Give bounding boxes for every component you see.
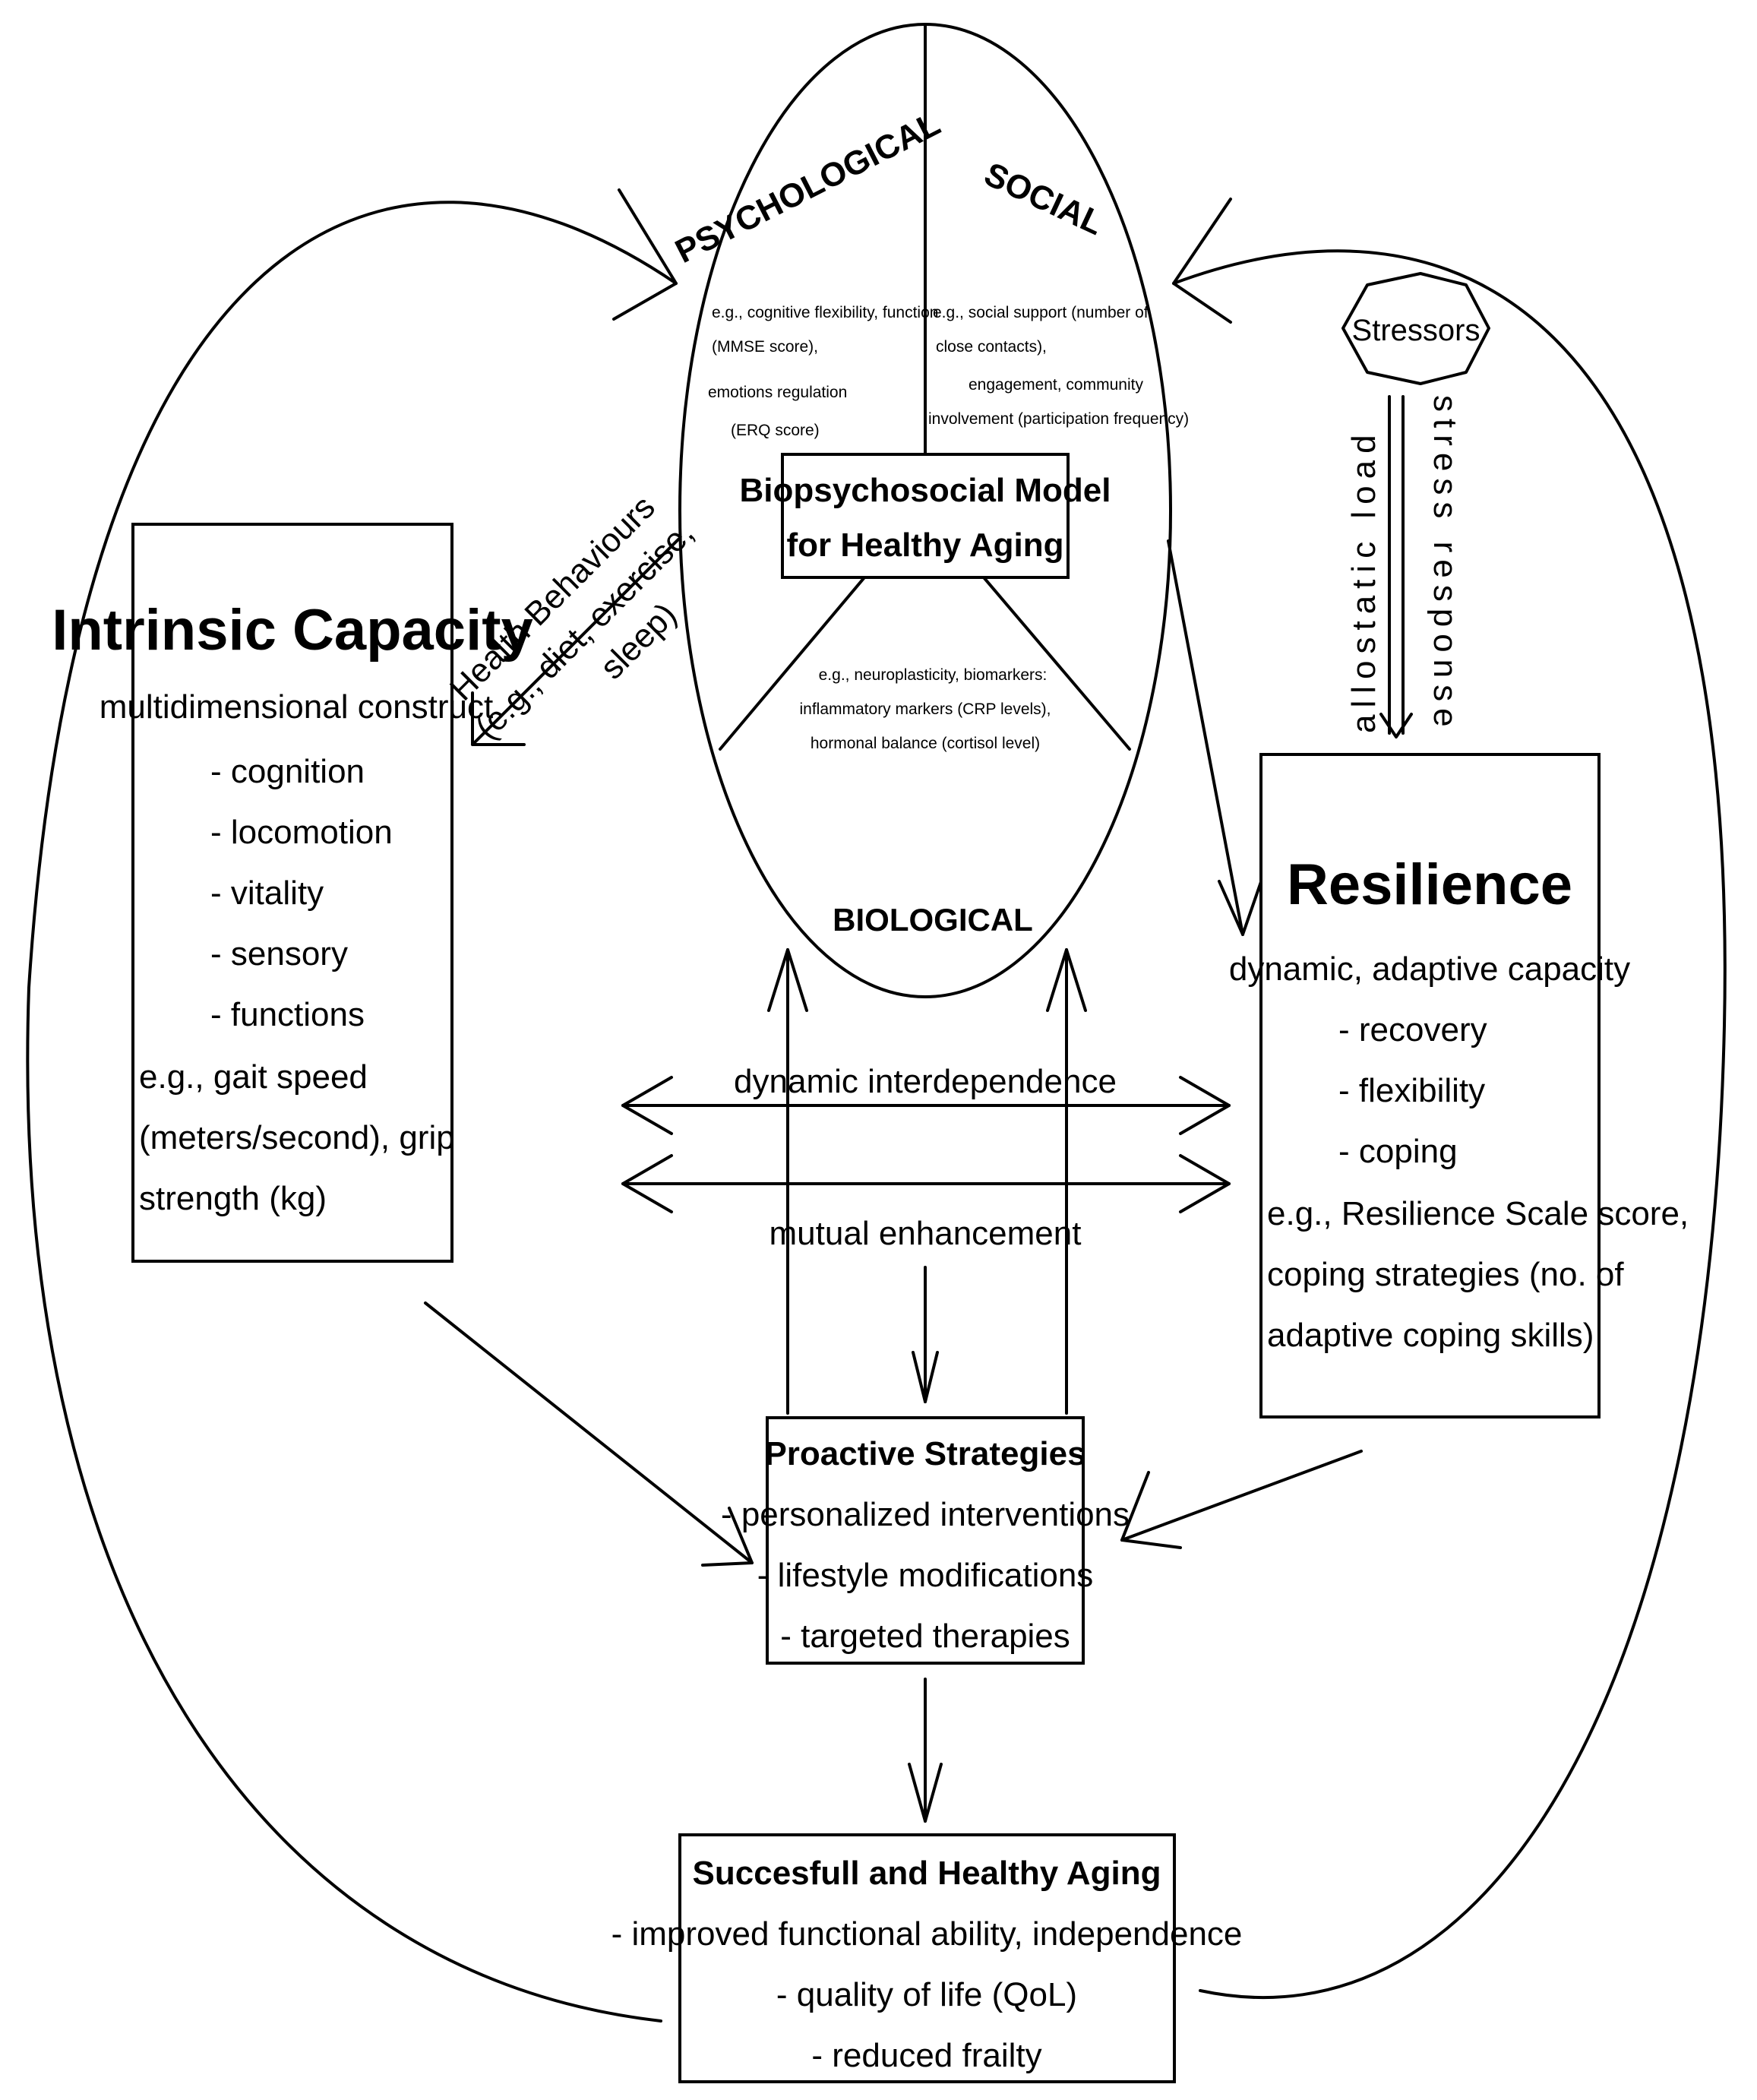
resilience-box	[1259, 753, 1601, 1418]
resilience-example-3: adaptive coping skills)	[1267, 1317, 1594, 1354]
stressors-shape	[1341, 272, 1490, 385]
resilience-example-1: e.g., Resilience Scale score,	[1267, 1195, 1689, 1232]
up-arrowhead-left	[767, 948, 808, 1012]
psych-example-1: e.g., cognitive flexibility, function	[712, 304, 938, 321]
enhancement-down-arrowhead	[912, 1351, 939, 1403]
right-loop-arc	[1172, 249, 1727, 2000]
proactive-strategies-title: Proactive Strategies	[764, 1435, 1085, 1472]
psych-example-3: emotions regulation	[708, 384, 847, 401]
strategy-item-3: - targeted therapies	[780, 1618, 1070, 1655]
model-title-box	[781, 453, 1070, 579]
capacity-to-strategies-arrow	[424, 1301, 754, 1564]
resilience-to-strategies-arrow	[1120, 1450, 1363, 1542]
capacity-item-functions: - functions	[210, 996, 365, 1033]
proactive-strategies-box	[766, 1416, 1085, 1665]
right-loop-arrowhead	[1172, 198, 1232, 324]
left-loop-arc	[26, 201, 678, 2023]
allostatic-load-label: allostatic load	[1345, 428, 1383, 733]
strategy-item-1: - personalized interventions	[721, 1496, 1130, 1533]
model-title-line2: for Healthy Aging	[786, 527, 1063, 564]
arrowhead-left-2	[621, 1154, 673, 1213]
resilience-item-coping: - coping	[1338, 1133, 1458, 1170]
arrowhead-left-1	[621, 1076, 673, 1135]
social-label: SOCIAL	[978, 156, 1108, 243]
divider-psych-bio	[719, 576, 866, 751]
aging-item-3: - reduced frailty	[811, 2037, 1041, 2074]
social-example-4: involvement (participation frequency)	[928, 410, 1189, 428]
healthy-aging-box	[678, 1833, 1176, 2083]
stress-arrowhead	[1379, 713, 1413, 738]
healthy-aging-title: Succesfull and Healthy Aging	[693, 1855, 1161, 1892]
social-example-2: close contacts),	[936, 338, 1047, 356]
mutual-enhancement-label: mutual enhancement	[769, 1215, 1082, 1252]
capacity-example-3: strength (kg)	[139, 1180, 327, 1217]
social-example-3: engagement, community	[969, 376, 1143, 394]
resilience-subtitle: dynamic, adaptive capacity	[1229, 950, 1630, 988]
capacity-item-cognition: - cognition	[210, 753, 365, 790]
capacity-item-locomotion: - locomotion	[210, 814, 393, 851]
intrinsic-capacity-subtitle: multidimensional construct	[100, 688, 493, 726]
resilience-item-flexibility: - flexibility	[1338, 1072, 1485, 1109]
resilience-title: Resilience	[1287, 852, 1572, 917]
capacity-arrowhead	[701, 1507, 754, 1567]
model-to-resilience-arrowhead	[1218, 876, 1264, 936]
left-loop-arrowhead	[612, 188, 678, 321]
strategies-to-aging-arrowhead	[908, 1763, 943, 1823]
dynamic-interdependence-label: dynamic interdependence	[734, 1063, 1117, 1100]
model-to-resilience-arrow	[1167, 539, 1244, 936]
capacity-example-1: e.g., gait speed	[139, 1058, 368, 1096]
psychological-label: PSYCHOLOGICAL	[669, 105, 946, 270]
resilience-item-recovery: - recovery	[1338, 1011, 1487, 1048]
psych-example-2: (MMSE score),	[712, 338, 818, 356]
up-arrowhead-right	[1046, 948, 1087, 1012]
stressors-label: Stressors	[1352, 314, 1480, 347]
intrinsic-capacity-title: Intrinsic Capacity	[52, 598, 533, 663]
bio-example-2: inflammatory markers (CRP levels),	[799, 701, 1051, 718]
biological-label: BIOLOGICAL	[833, 902, 1033, 938]
capacity-example-2: (meters/second), grip	[139, 1119, 455, 1156]
psych-example-4: (ERQ score)	[731, 422, 820, 439]
model-title-line1: Biopsychosocial Model	[740, 472, 1111, 509]
capacity-item-vitality: - vitality	[210, 874, 324, 912]
resilience-example-2: coping strategies (no. of	[1267, 1256, 1624, 1293]
bio-example-3: hormonal balance (cortisol level)	[811, 735, 1040, 752]
capacity-item-sensory: - sensory	[210, 935, 348, 973]
stress-response-label: stress response	[1427, 395, 1464, 734]
aging-item-2: - quality of life (QoL)	[776, 1976, 1077, 2013]
resilience-arrowhead	[1120, 1471, 1182, 1549]
divider-social-bio	[982, 576, 1131, 751]
bio-example-1: e.g., neuroplasticity, biomarkers:	[819, 666, 1048, 684]
health-behaviours-arrowhead	[471, 691, 526, 746]
arrowhead-right-2	[1179, 1154, 1231, 1213]
strategy-item-2: - lifestyle modifications	[757, 1557, 1094, 1594]
arrowhead-right-1	[1179, 1076, 1231, 1135]
intrinsic-capacity-box	[131, 523, 453, 1263]
health-behaviours-arrow	[471, 538, 680, 746]
aging-item-1: - improved functional ability, independe…	[611, 1915, 1243, 1953]
social-example-1: e.g., social support (number of	[933, 304, 1149, 321]
